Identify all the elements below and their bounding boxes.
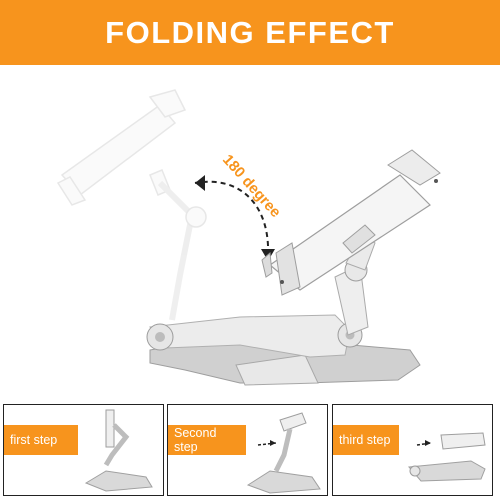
rotation-label: 180 degree	[219, 151, 284, 221]
arrow-head-top	[195, 175, 205, 191]
step-panel-second: Second step	[167, 404, 328, 496]
step-label-third: third step	[333, 425, 399, 455]
step-label-second: Second step	[168, 425, 246, 455]
step-label-first: first step	[4, 425, 78, 455]
title-banner: FOLDING EFFECT	[0, 0, 500, 65]
banner-title: FOLDING EFFECT	[105, 14, 395, 50]
third-step-illustration	[407, 432, 486, 482]
step-panel-first: first step	[3, 404, 164, 496]
folding-stand-illustration: 180 degree	[56, 89, 441, 386]
first-step-illustration	[84, 409, 153, 492]
stand-base	[146, 314, 421, 386]
faded-stand-position	[56, 89, 207, 321]
tablet-holder	[261, 149, 441, 296]
stand-arm	[334, 234, 376, 336]
step-panel-third: third step	[332, 404, 493, 496]
second-step-illustration	[246, 412, 321, 494]
